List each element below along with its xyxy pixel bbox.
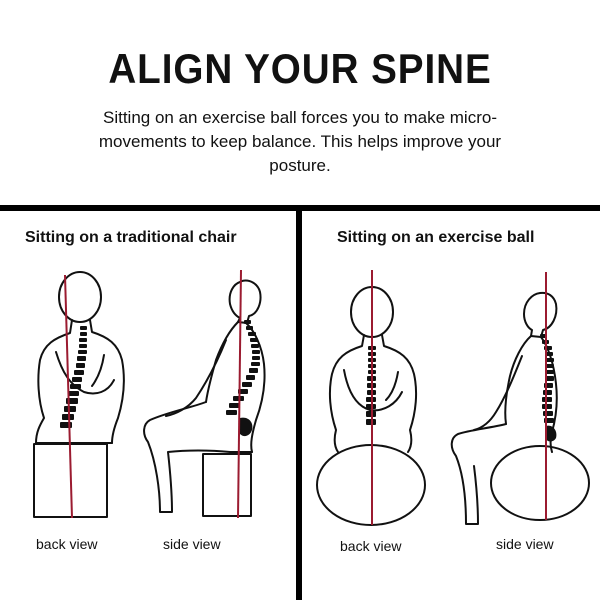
chair-side-alignment-line bbox=[237, 269, 242, 519]
caption-chair-side: side view bbox=[163, 536, 221, 552]
ball-side-view-figure bbox=[450, 291, 590, 525]
chair-side-view-figure bbox=[143, 279, 266, 517]
page-title: ALIGN YOUR SPINE bbox=[108, 45, 492, 92]
chair-back-spine bbox=[60, 326, 87, 428]
chair-side-spine bbox=[226, 320, 260, 437]
panel-heading-ball: Sitting on an exercise ball bbox=[337, 229, 535, 246]
chair-back-view-figure bbox=[33, 271, 125, 518]
page-subtitle: Sitting on an exercise ball forces you t… bbox=[98, 108, 502, 175]
caption-chair-back: back view bbox=[36, 536, 98, 552]
caption-ball-back: back view bbox=[340, 538, 402, 554]
vertical-divider bbox=[296, 205, 302, 600]
panel-heading-chair: Sitting on a traditional chair bbox=[25, 229, 237, 246]
chair-back-alignment-line bbox=[64, 274, 73, 519]
caption-ball-side: side view bbox=[496, 536, 554, 552]
